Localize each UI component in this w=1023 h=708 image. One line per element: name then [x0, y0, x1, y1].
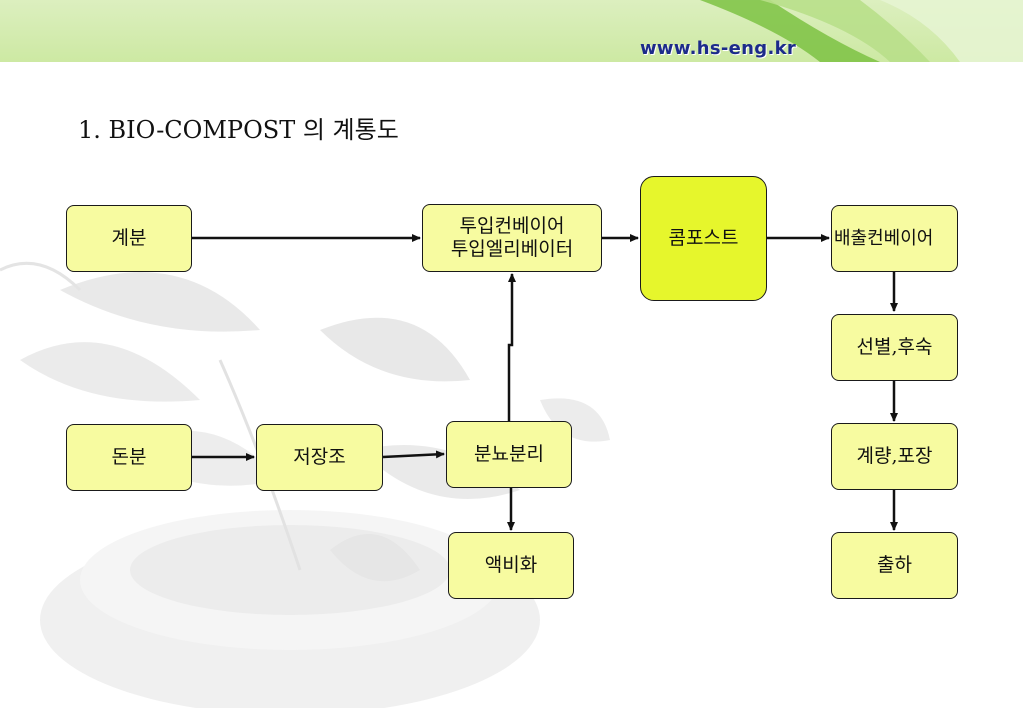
edge-separation-input	[507, 273, 516, 421]
node-sorting[interactable]: 선별,후숙	[831, 314, 958, 381]
header-url[interactable]: www.hs-eng.kr	[640, 38, 797, 59]
node-shipping[interactable]: 출하	[831, 532, 958, 599]
header-band: www.hs-eng.kr	[0, 0, 1023, 62]
edge-storage-separation	[382, 450, 445, 459]
node-input-conveyor[interactable]: 투입컨베이어 투입엘리베이터	[422, 204, 602, 272]
node-weighing[interactable]: 계량,포장	[831, 423, 958, 490]
header-swoosh	[700, 0, 1023, 62]
node-separation[interactable]: 분뇨분리	[446, 421, 572, 488]
slide-title: 1. BIO-COMPOST 의 계통도	[78, 116, 399, 144]
background-plant-image	[0, 261, 610, 708]
node-output-conveyor[interactable]: 배출컨베이어	[831, 205, 958, 272]
node-liquefaction[interactable]: 액비화	[448, 532, 574, 599]
node-storage-tank[interactable]: 저장조	[256, 424, 383, 491]
node-compost[interactable]: 콤포스트	[640, 176, 767, 301]
node-pig-manure[interactable]: 돈분	[66, 424, 192, 491]
node-manure[interactable]: 계분	[66, 205, 192, 272]
